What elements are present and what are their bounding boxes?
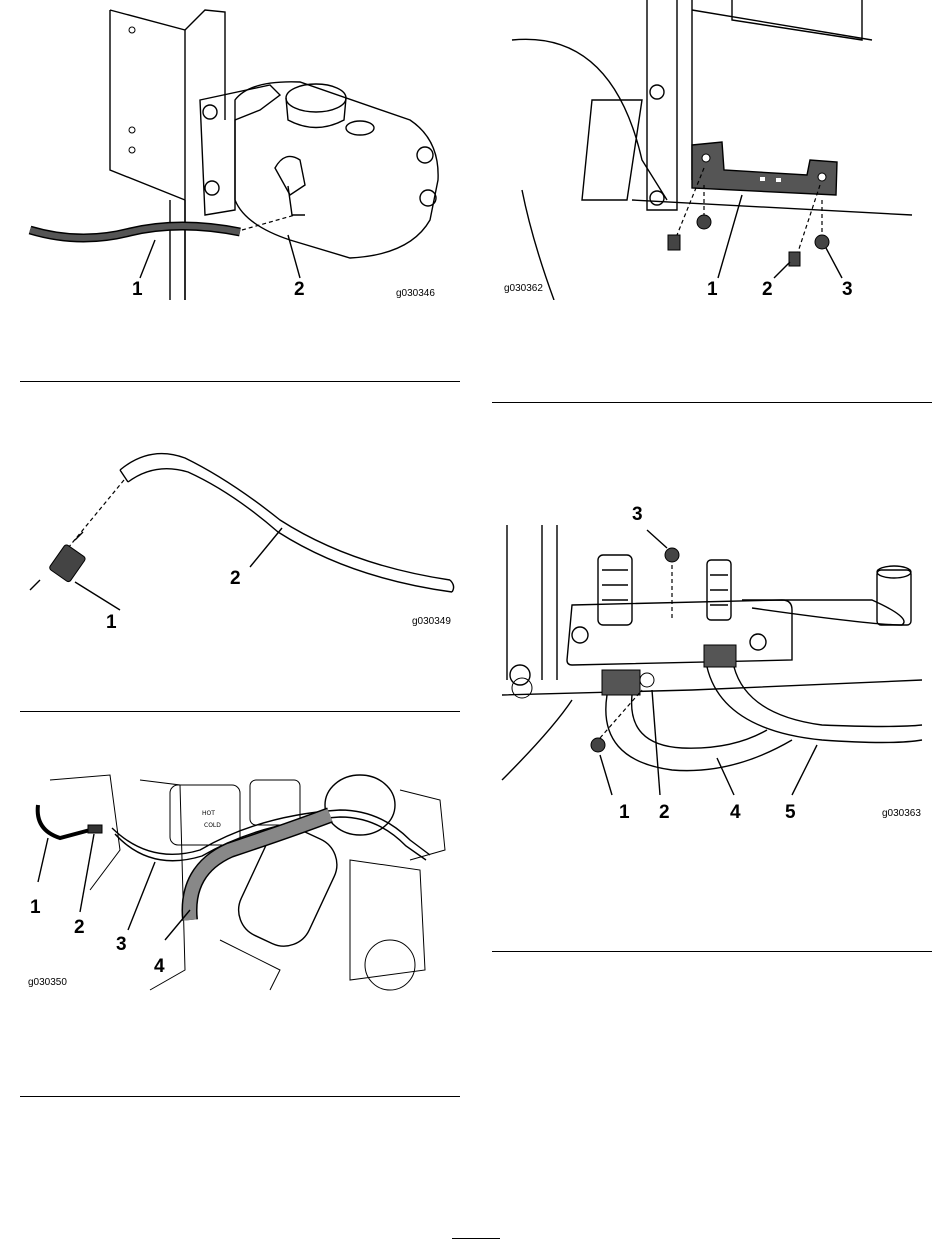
divider: [492, 402, 932, 403]
divider: [20, 381, 460, 382]
figure-g030346-callout-1: 1: [132, 279, 143, 300]
engine-hot-label: HOT: [202, 810, 215, 817]
figure-g030363-callout-1: 1: [619, 802, 630, 823]
figure-g030363-callout-5: 5: [785, 802, 796, 823]
figure-g030362-callout-3: 3: [842, 279, 853, 300]
figure-g030363: 3 1 2 4 5 g030363: [492, 500, 932, 825]
figure-g030362: g030362 1 2 3: [492, 0, 932, 300]
page-footer-rule: [452, 1238, 500, 1239]
figure-g030349-callout-2: 2: [230, 568, 241, 589]
figure-g030350-id: g030350: [28, 977, 67, 988]
figure-g030362-illustration: g030362 1 2 3: [492, 0, 932, 300]
figure-g030346-illustration: 1 2 g030346: [20, 0, 460, 300]
figure-g030350-illustration: HOT COLD 1 2 3 4 g030350: [20, 770, 460, 995]
figure-g030350-callout-3: 3: [116, 934, 127, 955]
figure-g030350: HOT COLD 1 2 3 4 g030350: [20, 770, 460, 995]
figure-g030363-callout-2: 2: [659, 802, 670, 823]
figure-g030350-callout-1: 1: [30, 897, 41, 918]
figure-g030363-callout-4: 4: [730, 802, 741, 823]
figure-g030362-id: g030362: [504, 283, 543, 294]
figure-g030349: 1 2 g030349: [20, 440, 460, 635]
figure-g030349-callout-1: 1: [106, 612, 117, 633]
figure-g030350-callout-2: 2: [74, 917, 85, 938]
divider: [20, 711, 460, 712]
figure-g030362-callout-2: 2: [762, 279, 773, 300]
divider: [492, 951, 932, 952]
figure-g030363-id: g030363: [882, 808, 921, 819]
figure-g030349-id: g030349: [412, 616, 451, 627]
figure-g030346: 1 2 g030346: [20, 0, 460, 300]
figure-g030346-callout-2: 2: [294, 279, 305, 300]
figure-g030346-id: g030346: [396, 288, 435, 299]
figure-g030362-callout-1: 1: [707, 279, 718, 300]
engine-cold-label: COLD: [204, 822, 221, 829]
figure-g030349-illustration: 1 2 g030349: [20, 440, 460, 635]
divider: [20, 1096, 460, 1097]
figure-g030350-callout-4: 4: [154, 956, 165, 977]
figure-g030363-illustration: 3 1 2 4 5 g030363: [492, 500, 932, 825]
figure-g030363-callout-3: 3: [632, 504, 643, 525]
